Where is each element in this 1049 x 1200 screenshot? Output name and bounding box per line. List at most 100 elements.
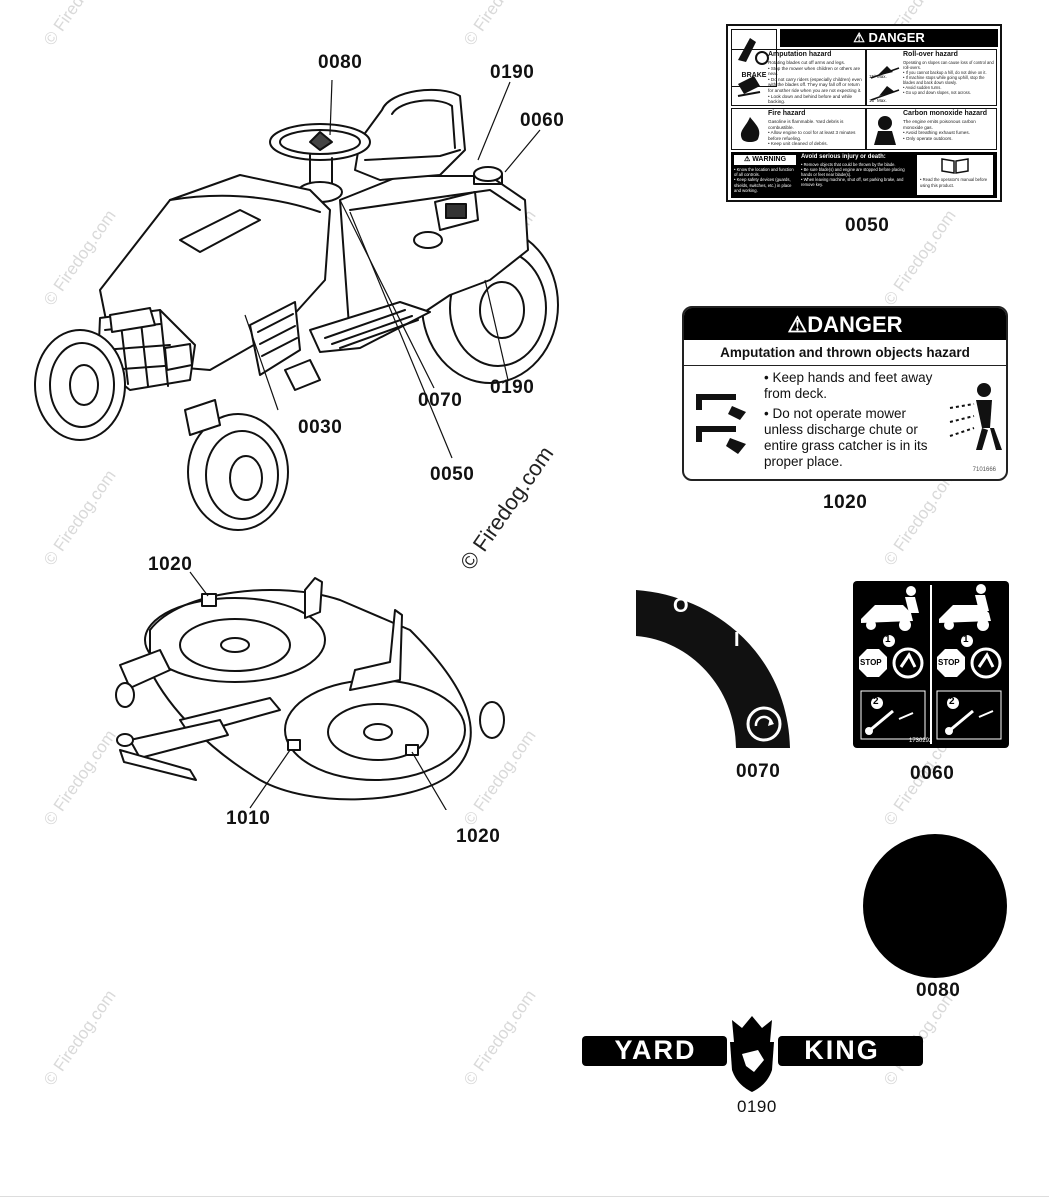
step-1-number: 1: [885, 634, 891, 645]
carbon-monoxide-cell: Carbon monoxide hazard The engine emits …: [866, 108, 997, 150]
callout-0190: 0190: [490, 377, 535, 398]
amputation-title: Amputation hazard: [768, 51, 832, 58]
decal-code: 1730292: [909, 738, 933, 744]
slope-max-2: 15° Max.: [869, 98, 887, 103]
warning-triangle-icon: ⚠: [853, 30, 865, 45]
text-line: • Know the location and function of all …: [734, 167, 794, 178]
watermark: © Firedog.com: [40, 726, 120, 829]
watermark: © Firedog.com: [40, 0, 120, 49]
callout-0190: 0190: [737, 1097, 777, 1116]
watermark: © Firedog.com: [40, 986, 120, 1089]
brake-text: BRAKE: [741, 72, 767, 79]
text-line: • If machine stops while going uphill, s…: [903, 75, 985, 85]
rollover-cell: 15° Max. 15° Max. Roll-over hazard Opera…: [866, 49, 997, 106]
watermark: © Firedog.com: [880, 206, 960, 309]
callout-0060: 0060: [520, 110, 565, 131]
hand-hazard-icon: [696, 394, 746, 454]
callout-0060: 0060: [910, 763, 955, 784]
mower-operator-icon: [939, 584, 991, 631]
callout-0190: 0190: [490, 62, 535, 83]
text-line: • Avoid breathing exhaust fumes.: [903, 130, 970, 136]
rollover-icon: [870, 66, 900, 101]
fire-icon: [740, 117, 760, 142]
text-line: • Go up and down slopes, not across.: [903, 90, 971, 95]
manual-book-icon: [941, 158, 969, 174]
callout-0070: 0070: [418, 390, 463, 411]
avoid-text: • Remove objects that could be thrown by…: [801, 162, 913, 187]
operation-decal-0060: 1 1 STOP STOP 2 2 1730292: [853, 581, 1009, 748]
danger-header: ⚠DANGER: [684, 308, 1006, 340]
callout-0050: 0050: [845, 215, 890, 236]
danger-header: ⚠ DANGER: [780, 29, 998, 47]
step-1-number: 1: [963, 634, 969, 645]
ignition-decal-0070: O I: [636, 590, 790, 748]
danger-label-0050: BRAKE ⚠ DANGER Amputation hazard Rotatin…: [726, 24, 1002, 202]
mower-deck-drawing: [115, 571, 505, 810]
text-line: • Keep safety devices (guards, shields, …: [734, 177, 792, 193]
callout-0080: 0080: [318, 52, 363, 73]
fire-text: Gasoline is flammable. Yard debris is co…: [768, 119, 865, 147]
callout-0030: 0030: [298, 417, 343, 438]
danger-header-text: DANGER: [868, 30, 925, 45]
amputation-text: Rotating blades cut off arms and legs. •…: [768, 60, 865, 105]
text-line: Gasoline is flammable. Yard debris is co…: [768, 119, 844, 130]
divider: [0, 1196, 1049, 1197]
start-icon: [746, 706, 782, 742]
crown-icon: [732, 1016, 772, 1042]
stop-sign-text: STOP: [938, 658, 960, 667]
watermark: © Firedog.com: [880, 466, 960, 569]
watermark: © Firedog.com: [460, 986, 540, 1089]
amputation-icon: [737, 76, 761, 97]
text-line: Operating on slopes can cause loss of co…: [903, 60, 994, 70]
warning-text: WARNING: [752, 156, 787, 163]
text-line: • Look down and behind before and while …: [768, 93, 853, 105]
fire-title: Fire hazard: [768, 110, 806, 117]
danger-header-text: DANGER: [807, 312, 903, 337]
text-line: • Allow engine to cool for at least 3 mi…: [768, 130, 856, 141]
slope-max-1: 15° Max.: [869, 74, 887, 79]
stop-sign-text: STOP: [860, 658, 882, 667]
callout-0070: 0070: [736, 761, 781, 782]
callout-1020: 1020: [823, 492, 868, 513]
text-line: • Remove objects that could be thrown by…: [801, 162, 896, 167]
callout-1010: 1010: [226, 808, 271, 829]
step-2-number: 2: [949, 696, 955, 707]
fire-cell: Fire hazard Gasoline is flammable. Yard …: [731, 108, 866, 150]
bullet-2: • Do not operate mower unless discharge …: [764, 406, 928, 469]
text-line: • Stop the mower when children or others…: [768, 65, 860, 77]
steering-wheel-decal-0080: [863, 834, 1007, 978]
on-symbol: I: [734, 629, 740, 651]
text-line: • When leaving machine, shut off, set pa…: [801, 177, 904, 187]
mower-operator-icon: [861, 586, 919, 631]
carbon-monoxide-text: The engine emits poisonous carbon monoxi…: [903, 119, 996, 141]
warning-text-lines: • Know the location and function of all …: [734, 167, 798, 193]
thrown-objects-icon: [949, 383, 1002, 450]
callout-1020: 1020: [456, 826, 501, 847]
logo-text-right: KING: [804, 1035, 880, 1065]
rollover-title: Roll-over hazard: [903, 51, 958, 58]
callout-0050: 0050: [430, 464, 475, 485]
tractor-drawing: [34, 80, 559, 531]
avoid-title: Avoid serious injury or death:: [801, 154, 886, 160]
warning-triangle-icon: ⚠: [743, 156, 751, 163]
text-line: The engine emits poisonous carbon monoxi…: [903, 119, 976, 130]
amputation-cell: Amputation hazard Rotating blades cut of…: [731, 49, 866, 106]
text-line: • Do not carry riders (especially childr…: [768, 76, 862, 93]
text-line: • Only operate outdoors.: [903, 135, 953, 141]
carbon-monoxide-icon: [874, 116, 896, 145]
off-symbol: O: [673, 595, 689, 617]
text-line: • Keep unit cleaned of debris.: [768, 141, 828, 147]
manual-text: • Read the operator's manual before usin…: [920, 177, 988, 188]
bullet-1: • Keep hands and feet away from deck.: [764, 370, 933, 401]
danger-label-1020: ⚠DANGER Amputation and thrown objects ha…: [682, 306, 1008, 481]
callout-1020: 1020: [148, 554, 193, 575]
warning-bar: ⚠ WARNING • Know the location and functi…: [731, 152, 997, 198]
hazard-body: • Keep hands and feet away from deck. • …: [764, 370, 944, 470]
brake-icon: [738, 38, 769, 65]
logo-text-left: YARD: [614, 1035, 697, 1065]
hazard-subtitle: Amputation and thrown objects hazard: [684, 341, 1006, 366]
text-line: • Avoid sudden turns.: [903, 85, 942, 90]
decal-code: 7101666: [972, 467, 996, 473]
yard-king-logo: YARD KING: [580, 1014, 925, 1094]
carbon-monoxide-title: Carbon monoxide hazard: [903, 110, 988, 117]
